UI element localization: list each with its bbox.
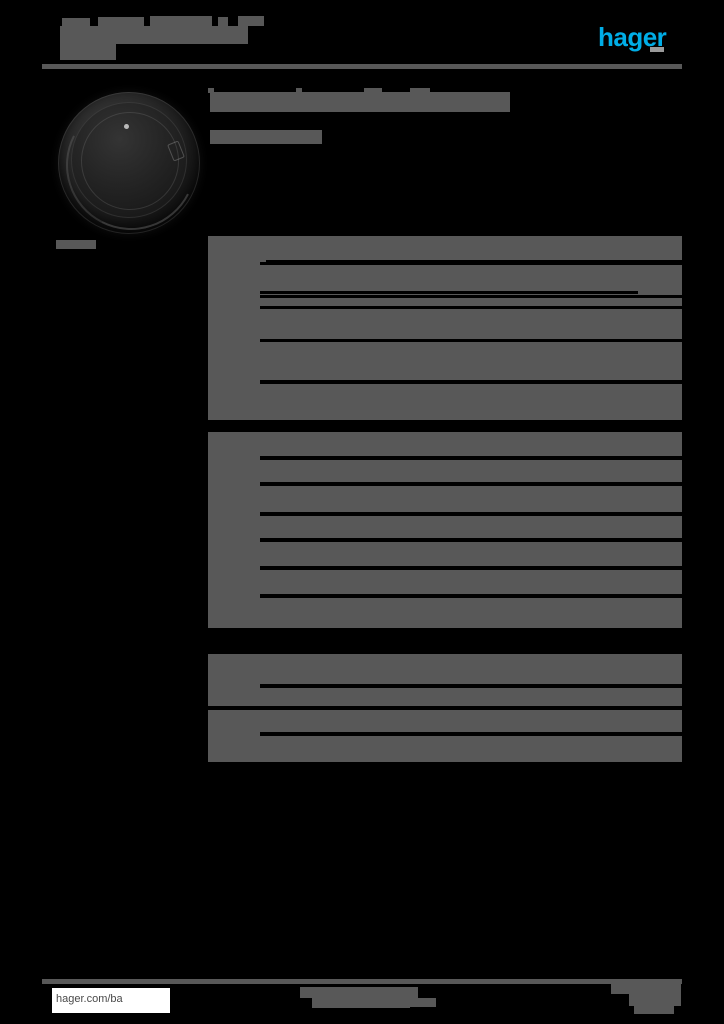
footer-url-text[interactable]: hager.com/ba: [56, 993, 123, 1005]
table-row: [208, 516, 682, 538]
page-subtitle: [60, 44, 116, 60]
knob-indicator-dot: [124, 124, 129, 129]
footer-url-box[interactable]: hager.com/ba: [52, 988, 170, 1013]
header-meta-2: [98, 17, 144, 27]
knob-inner-ring: [81, 112, 179, 210]
footer-right-text-2: [629, 994, 681, 1006]
table-row: [208, 236, 682, 262]
table-label-column: [208, 236, 260, 420]
footer-center-text-3: [400, 998, 436, 1007]
rotary-dimmer-knob-image: [49, 83, 213, 247]
table-row: [208, 486, 682, 512]
product-figure: [49, 83, 213, 250]
footer-center-text-2: [312, 998, 410, 1008]
table-row: [208, 460, 682, 482]
hager-logo: hager: [598, 22, 682, 52]
row-text-gap: [258, 291, 638, 294]
table-row: [208, 432, 682, 456]
heading-ascender-2: [296, 88, 302, 93]
footer-right-text-1: [611, 983, 681, 994]
table-row: [208, 598, 682, 628]
table-label-column: [208, 432, 260, 628]
knob-arc: [49, 83, 213, 247]
header-meta-5: [238, 16, 264, 26]
table-row: [208, 342, 682, 380]
document-header: [42, 14, 682, 68]
table-row: [208, 265, 682, 295]
heading-ascender-1: [208, 88, 214, 93]
footer-divider: [42, 979, 682, 984]
content-subheading: [210, 130, 322, 144]
product-caption: [56, 240, 96, 249]
hager-logo-text: hager: [598, 22, 667, 52]
table-row: [208, 736, 682, 762]
table-row: [208, 570, 682, 594]
heading-ascender-4: [410, 88, 430, 94]
table-row: [208, 298, 682, 306]
table-label-column: [208, 654, 260, 706]
footer-right-text-3: [634, 1006, 674, 1014]
row-text-gap: [266, 260, 682, 263]
hager-logo-underbar: [650, 47, 664, 52]
table-row: [208, 384, 682, 420]
header-meta-3: [150, 16, 212, 27]
table-row: [208, 654, 682, 684]
header-divider: [42, 64, 682, 69]
table-row: [208, 688, 682, 706]
header-meta-4: [218, 17, 228, 26]
heading-ascender-3: [364, 88, 382, 94]
content-heading: [210, 92, 510, 112]
table-row: [208, 710, 682, 732]
footer-center-text-1: [300, 987, 418, 998]
table-label-column: [208, 710, 260, 762]
table-row: [208, 542, 682, 566]
table-row: [208, 309, 682, 339]
page-title: [60, 26, 248, 44]
header-meta-1: [62, 18, 90, 27]
